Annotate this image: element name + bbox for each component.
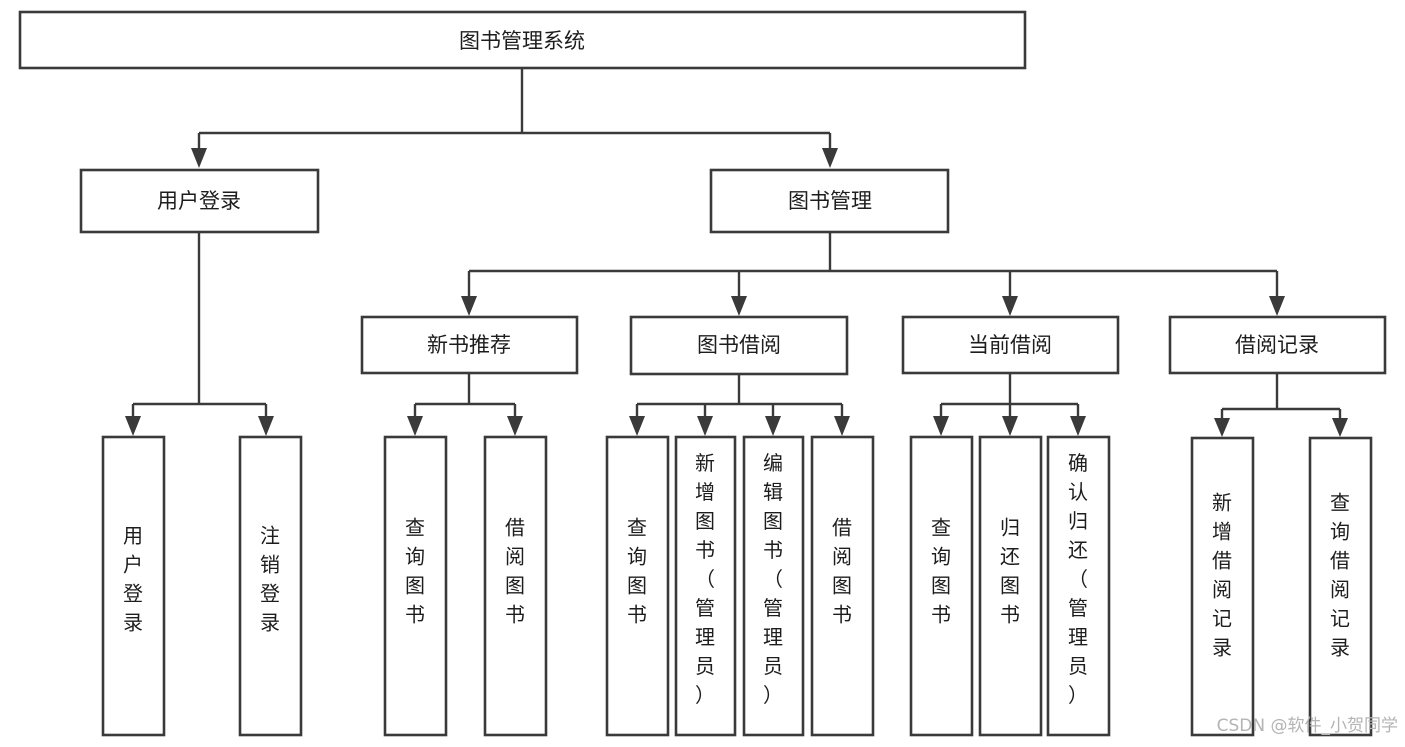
node-leaf-return-book-label: 归还图书 — [1000, 516, 1020, 627]
node-leaf-logout-login[interactable]: 注销登录 — [238, 435, 303, 737]
node-leaf-logout-login-label: 注销登录 — [260, 524, 280, 635]
arrow-head-user-login — [191, 148, 207, 168]
node-leaf-user-login-box[interactable] — [101, 435, 166, 737]
node-book-borrow-box[interactable] — [629, 315, 849, 376]
node-leaf-query-book-1-label: 查询图书 — [405, 516, 425, 627]
node-user-login[interactable]: 用户登录 — [79, 168, 320, 234]
node-book-manage-box[interactable] — [709, 168, 950, 234]
arrow-head-leaf-return-book — [1002, 416, 1018, 436]
node-borrow-record-label: 借阅记录 — [1235, 333, 1319, 357]
node-root-label: 图书管理系统 — [459, 29, 585, 53]
node-root[interactable]: 图书管理系统 — [18, 10, 1027, 70]
node-leaf-borrow-book-1-label: 借阅图书 — [505, 516, 525, 627]
node-leaf-borrow-book-1-box[interactable] — [483, 435, 548, 737]
node-leaf-query-borrow-record-label: 查询借阅记录 — [1330, 491, 1350, 660]
arrow-head-book-borrow — [731, 296, 747, 316]
node-current-borrow-label: 当前借阅 — [968, 333, 1052, 357]
node-leaf-query-book-2-box[interactable] — [605, 435, 670, 737]
node-leaf-query-book-1[interactable]: 查询图书 — [383, 435, 448, 737]
arrow-head-new-book-recommend — [461, 296, 477, 316]
node-borrow-record[interactable]: 借阅记录 — [1168, 315, 1387, 375]
arrow-head-leaf-user-login — [125, 416, 141, 436]
arrow-head-book-manage — [822, 148, 838, 168]
node-leaf-edit-book-admin[interactable]: 编辑图书（管理员） — [742, 435, 805, 737]
arrow-head-leaf-borrow-book-2 — [834, 416, 850, 436]
node-leaf-add-borrow-record-label: 新增借阅记录 — [1212, 491, 1232, 660]
node-leaf-borrow-book-2-box[interactable] — [810, 435, 875, 737]
node-book-manage-label: 图书管理 — [788, 189, 872, 213]
node-leaf-borrow-book-2-label: 借阅图书 — [832, 516, 852, 627]
node-leaf-query-borrow-record[interactable]: 查询借阅记录 — [1308, 436, 1373, 737]
node-leaf-edit-book-admin-label: 编辑图书（管理员） — [763, 451, 783, 707]
arrow-head-leaf-confirm-return-admin — [1070, 416, 1086, 436]
node-leaf-confirm-return-admin-box[interactable] — [1046, 435, 1111, 737]
node-leaf-query-book-3-box[interactable] — [909, 435, 974, 737]
arrow-head-leaf-add-book-admin — [697, 416, 713, 436]
node-borrow-record-box[interactable] — [1168, 315, 1387, 375]
node-new-book-recommend-label: 新书推荐 — [427, 333, 511, 357]
node-book-borrow-label: 图书借阅 — [697, 333, 781, 357]
node-leaf-user-login[interactable]: 用户登录 — [101, 435, 166, 737]
node-leaf-query-book-3-label: 查询图书 — [931, 516, 951, 627]
node-book-manage[interactable]: 图书管理 — [709, 168, 950, 234]
connector-layer — [125, 68, 1348, 437]
node-root-box[interactable] — [18, 10, 1027, 70]
node-leaf-user-login-label: 用户登录 — [123, 524, 143, 635]
node-leaf-query-book-2-label: 查询图书 — [627, 516, 647, 627]
node-leaf-add-book-admin-label: 新增图书（管理员） — [695, 451, 715, 707]
node-current-borrow[interactable]: 当前借阅 — [901, 315, 1120, 375]
node-user-login-label: 用户登录 — [157, 189, 241, 213]
node-book-borrow[interactable]: 图书借阅 — [629, 315, 849, 376]
arrow-head-leaf-query-book-3 — [933, 416, 949, 436]
arrow-head-leaf-add-borrow-record — [1214, 418, 1230, 437]
arrow-head-leaf-query-book-1 — [407, 416, 423, 436]
node-leaf-add-borrow-record[interactable]: 新增借阅记录 — [1190, 436, 1255, 737]
node-leaf-query-book-1-box[interactable] — [383, 435, 448, 737]
node-leaf-borrow-book-2[interactable]: 借阅图书 — [810, 435, 875, 737]
node-leaf-query-book-3[interactable]: 查询图书 — [909, 435, 974, 737]
node-leaf-query-book-2[interactable]: 查询图书 — [605, 435, 670, 737]
node-leaf-logout-login-box[interactable] — [238, 435, 303, 737]
node-leaf-return-book-box[interactable] — [978, 435, 1043, 737]
arrow-head-leaf-query-borrow-record — [1332, 418, 1348, 437]
node-leaf-confirm-return-admin-label: 确认归还（管理员） — [1068, 451, 1088, 707]
node-leaf-return-book[interactable]: 归还图书 — [978, 435, 1043, 737]
node-leaf-add-book-admin[interactable]: 新增图书（管理员） — [674, 435, 737, 737]
node-new-book-recommend[interactable]: 新书推荐 — [360, 315, 579, 375]
arrow-head-leaf-logout-login — [258, 416, 274, 436]
node-current-borrow-box[interactable] — [901, 315, 1120, 375]
arrow-head-leaf-query-book-2 — [629, 416, 645, 436]
arrow-head-borrow-record — [1269, 296, 1285, 316]
node-leaf-add-book-admin-box[interactable] — [674, 435, 737, 737]
node-leaf-confirm-return-admin[interactable]: 确认归还（管理员） — [1046, 435, 1111, 737]
node-leaf-query-borrow-record-box[interactable] — [1308, 436, 1373, 737]
arrow-head-current-borrow — [1002, 296, 1018, 316]
arrow-head-leaf-edit-book-admin — [765, 416, 781, 436]
arrow-head-leaf-borrow-book-1 — [507, 416, 523, 436]
node-leaf-borrow-book-1[interactable]: 借阅图书 — [483, 435, 548, 737]
node-leaf-edit-book-admin-box[interactable] — [742, 435, 805, 737]
node-leaf-add-borrow-record-box[interactable] — [1190, 436, 1255, 737]
node-user-login-box[interactable] — [79, 168, 320, 234]
csdn-watermark: CSDN @软件_小贺同学 — [1217, 716, 1398, 736]
node-new-book-recommend-box[interactable] — [360, 315, 579, 375]
